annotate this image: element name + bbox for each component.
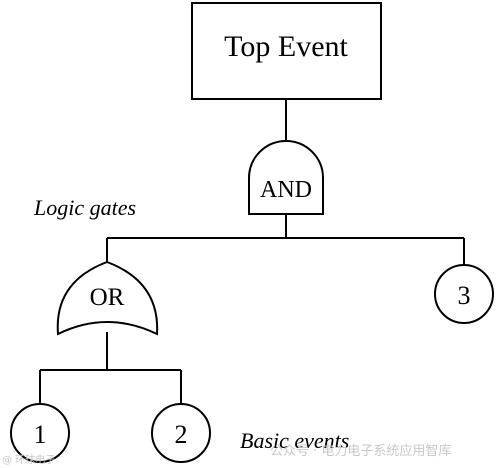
basic-events-annotation: Basic events (240, 428, 349, 453)
basic-event-1: 1 (10, 403, 70, 463)
watermark-right: 公众号 · 电力电子系统应用智库 (270, 443, 451, 459)
and-gate: AND (248, 140, 324, 215)
basic-event-1-label: 1 (34, 420, 47, 449)
connector-lines (39, 99, 465, 404)
logic-gates-annotation: Logic gates (33, 195, 136, 220)
basic-event-3: 3 (434, 264, 494, 324)
watermark-left: @ 环球电子 (2, 453, 55, 466)
or-gate-label: OR (90, 284, 125, 311)
basic-event-2: 2 (151, 403, 211, 463)
top-event-box: Top Event (191, 2, 382, 100)
top-event-label: Top Event (224, 30, 348, 63)
basic-event-3-label: 3 (458, 281, 471, 310)
or-gate: OR (56, 260, 159, 336)
and-gate-label: AND (260, 177, 312, 203)
basic-event-2-label: 2 (175, 420, 188, 449)
